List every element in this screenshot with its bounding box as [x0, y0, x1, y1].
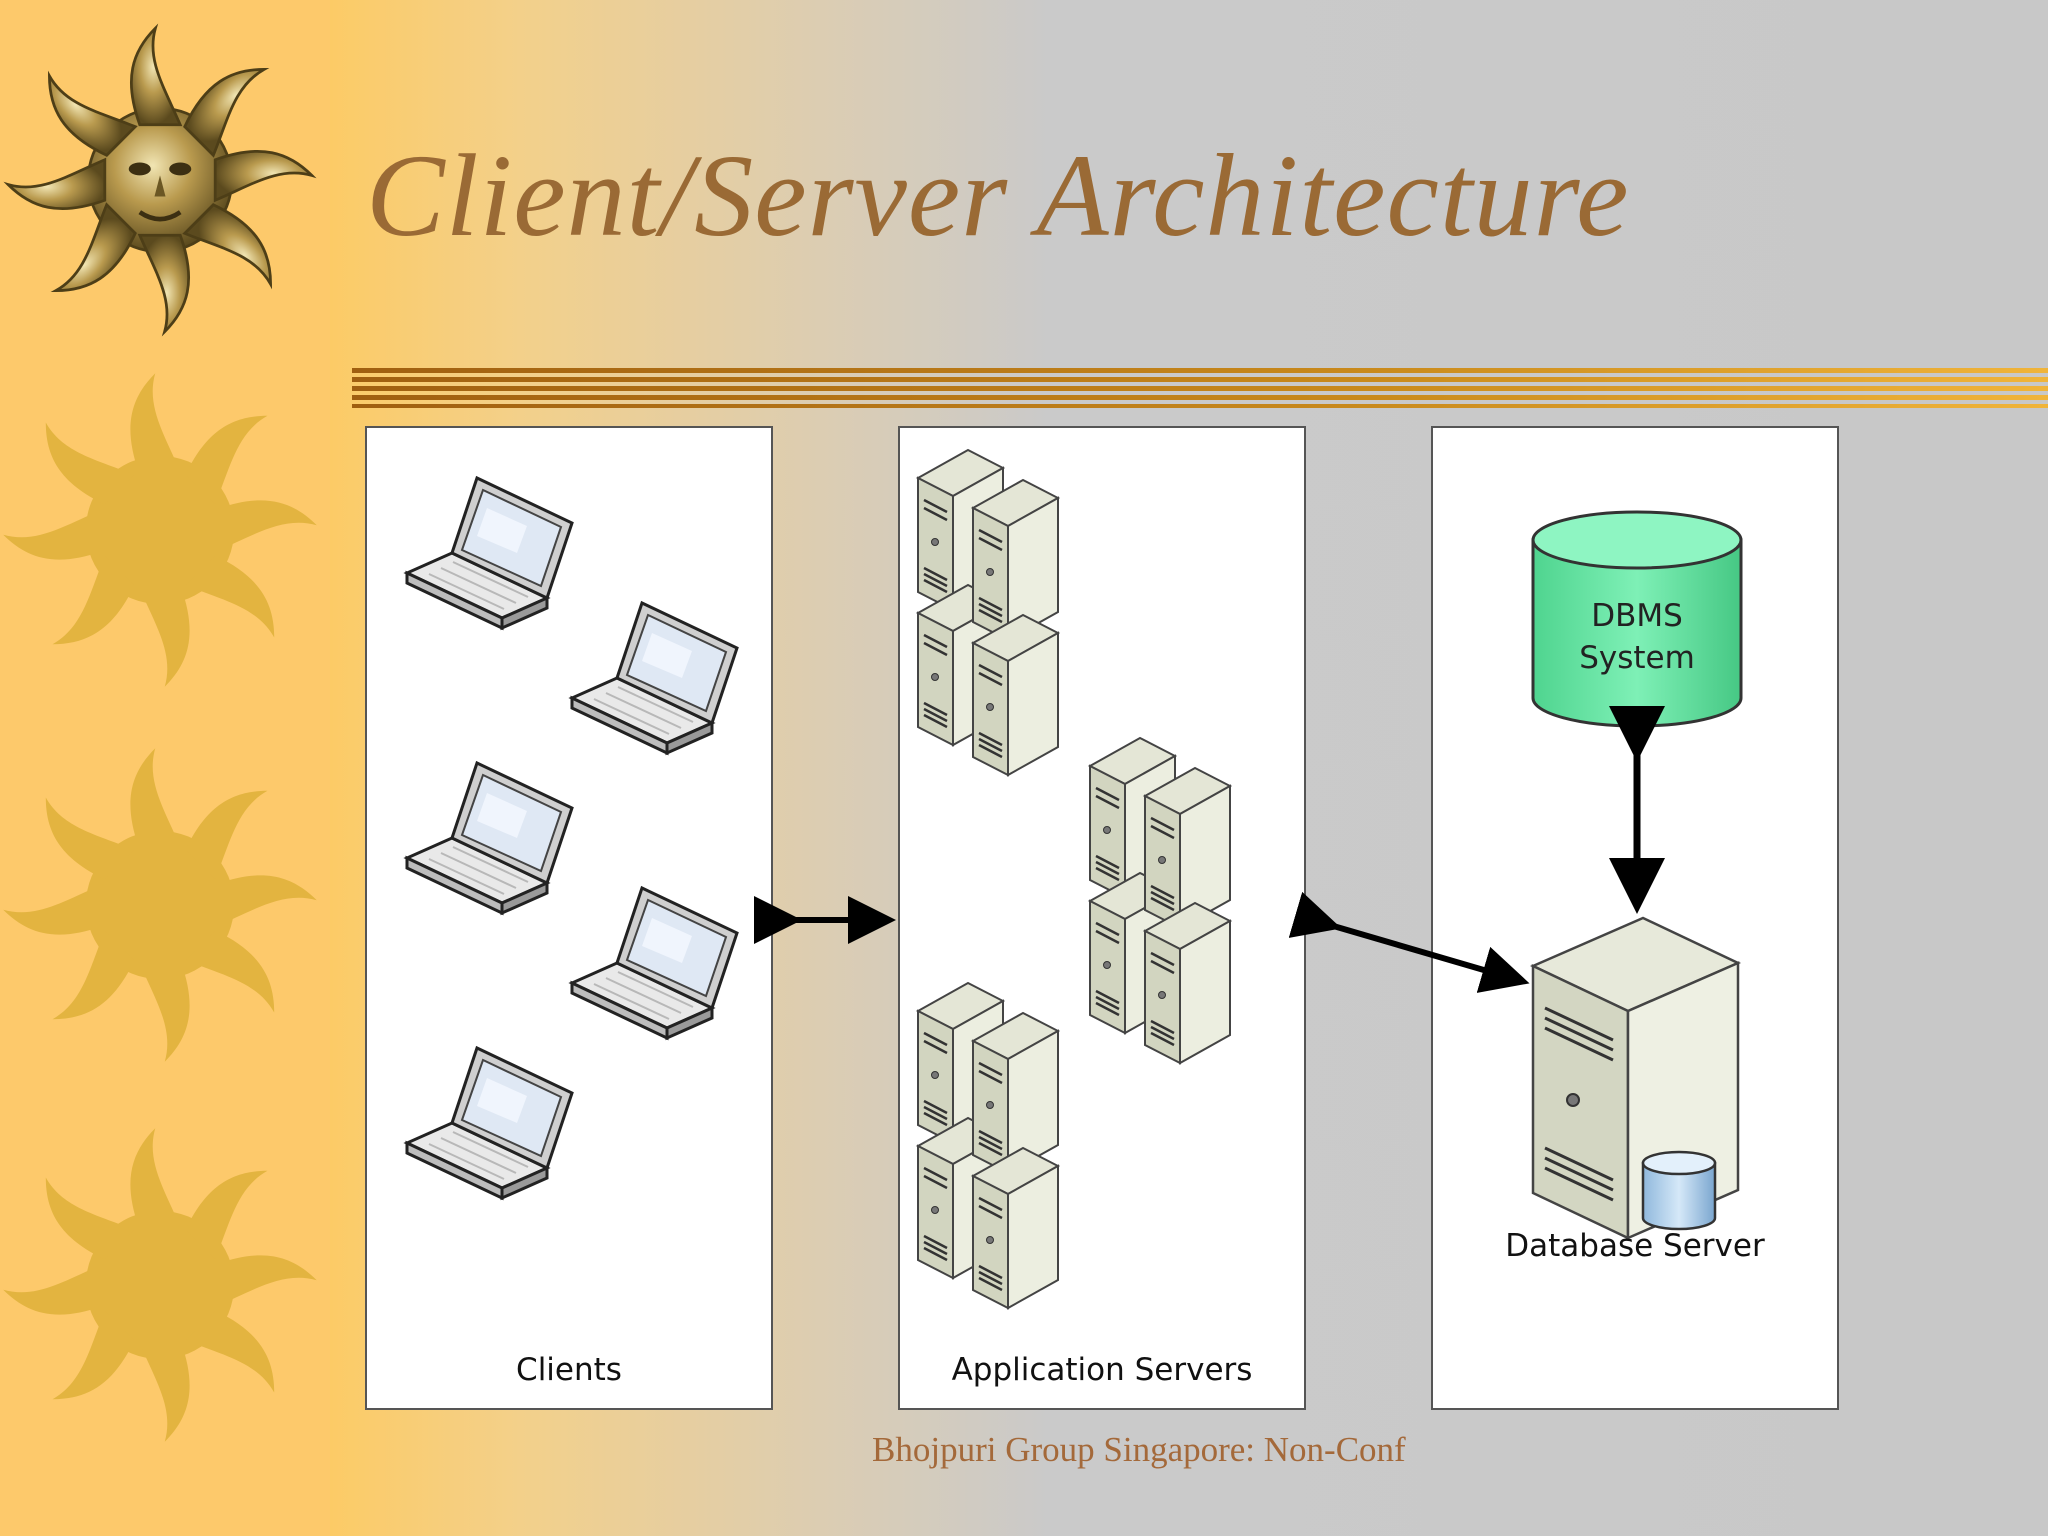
- application-servers-label: Application Servers: [951, 1352, 1253, 1388]
- sun-icon: [3, 373, 317, 687]
- laptop-icon: [570, 886, 739, 1040]
- metal-sun-icon: [6, 26, 314, 334]
- laptop-icon: [405, 476, 574, 630]
- clients-panel: Clients: [365, 426, 773, 1410]
- clients-label: Clients: [516, 1352, 622, 1388]
- laptop-icon: [405, 1046, 574, 1200]
- database-server-icon: [1529, 916, 1742, 1240]
- dbms-cylinder-icon: [1531, 510, 1743, 728]
- laptop-group: [405, 476, 739, 1200]
- database-server-label: Database Server: [1505, 1228, 1765, 1264]
- server-cluster-icon: [1090, 738, 1230, 1063]
- dbms-label-line2: System: [1579, 640, 1695, 676]
- sun-decorations: [3, 26, 317, 1442]
- application-servers-panel: Application Servers: [898, 426, 1306, 1410]
- database-group: DBMS System: [1529, 510, 1743, 1240]
- sun-icon: [3, 1128, 317, 1442]
- server-cluster-icon: [918, 983, 1058, 1308]
- server-cluster-group: [900, 428, 1308, 1412]
- database-cylinder-icon: [1641, 1150, 1717, 1231]
- server-cluster-icon: [918, 450, 1058, 775]
- database-server-panel: DBMS System Database Server: [1431, 426, 1839, 1410]
- slide-footer: Bhojpuri Group Singapore: Non-Conf: [872, 1430, 1406, 1469]
- dbms-label-line1: DBMS: [1591, 598, 1683, 634]
- laptop-icon: [570, 601, 739, 755]
- laptop-icon: [405, 761, 574, 915]
- slide-title: Client/Server Architecture: [366, 130, 1630, 261]
- accent-rule: [352, 368, 2048, 408]
- sun-icon: [3, 748, 317, 1062]
